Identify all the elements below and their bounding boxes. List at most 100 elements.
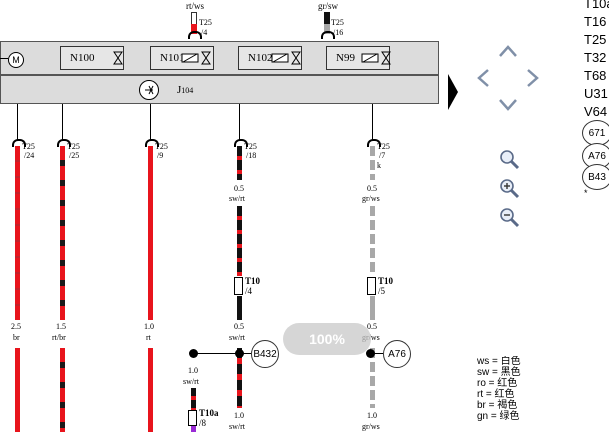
wire-2-lower[interactable] [60,348,65,432]
top-wire-stub-2-grey [324,24,330,34]
top-connector-arc-2 [321,31,335,39]
legend-item: rt = 红色 [477,389,515,400]
lead-3 [150,104,151,140]
pan-down-icon[interactable] [498,98,518,112]
side-circle-label: A76 [588,150,606,162]
wire-1-lower[interactable] [15,348,20,432]
branch-size: 1.0 [188,366,198,375]
w4-upper-size: 0.5 [234,184,244,193]
component-N99[interactable]: N99 [326,46,390,70]
wire-2[interactable] [60,146,65,320]
side-list-item[interactable]: V64 [584,104,608,119]
valve-icon-n101 [181,51,211,65]
wire-4-mid2[interactable] [237,296,242,320]
w1-color: br [13,333,20,342]
top-connector-arc-1 [188,31,202,39]
wire-1[interactable] [15,146,20,320]
ground-point-b432[interactable]: B432 [251,340,279,368]
magnifier-icon[interactable] [498,148,520,170]
w3-color: rt [146,333,151,342]
connector-t10-5-label: T10 [378,276,394,286]
w5-lower-size: 0.5 [367,322,377,331]
zoom-in-icon[interactable] [498,177,520,199]
motor-lead [0,58,8,59]
ground-point-a76-label: A76 [388,348,406,360]
side-circle-label: B43 [588,171,606,183]
pan-up-icon[interactable] [498,44,518,58]
pin-no-5: /7 [379,151,386,160]
pan-left-icon[interactable] [476,68,490,88]
wire-5-mid2[interactable] [370,296,375,320]
wire-5-lower[interactable] [370,348,375,408]
pin-label-5: T25 [377,142,390,151]
w5-upper-size: 0.5 [367,184,377,193]
top-wire-label-2: gr/sw [318,1,338,11]
zoom-level-indicator: 100% [283,323,371,355]
branch-line [192,353,239,354]
side-list-item[interactable]: U31 [584,86,608,101]
wire-3[interactable] [148,146,153,320]
branch-color: sw/rt [183,377,199,386]
lead-1 [17,104,18,140]
component-N102[interactable]: N102 [238,46,302,70]
side-list-item[interactable]: T25 [584,32,607,47]
w5-upper-color: gr/ws [362,194,380,203]
component-N100[interactable]: N100 [60,46,124,70]
top-wire-label-1: rt/ws [186,1,204,11]
component-N101-label: N101 [160,52,185,64]
pan-right-icon[interactable] [526,68,540,88]
w4-upper-color: sw/rt [229,194,245,203]
pan-controls [472,40,544,116]
side-list-item[interactable]: T16 [584,14,607,29]
junction-a76 [366,349,375,358]
wire-5-mid[interactable] [370,206,375,276]
legend-item: ro = 红色 [477,378,518,389]
side-circle-b43[interactable]: B43 [582,164,609,190]
wire-5-upper[interactable] [370,146,375,180]
pin-label-1: T25 [22,142,35,151]
pin-extra-5: k [377,161,381,170]
side-component-list: T10a T16 T25 T32 T68 U31 V64 [584,0,609,200]
connector-t10-4-icon [234,277,243,295]
pin-label-4: T25 [244,142,257,151]
color-legend: ws = 白色 sw = 黑色 ro = 红色 rt = 红色 br = 褐色 … [477,356,547,432]
w1-size: 2.5 [11,322,21,331]
lead-5 [372,104,373,140]
top-pin-no-1: /4 [201,28,208,37]
top-pin-label-1: T25 [199,18,212,27]
connector-t10-4-label: T10 [245,276,261,286]
lead-2 [62,104,63,140]
wire-4-lower[interactable] [237,348,242,408]
junction-lead-a76 [375,353,383,354]
side-list-item[interactable]: T68 [584,68,607,83]
top-wire-stub-1-red [191,24,197,34]
w2-color: rt/br [52,333,66,342]
pin-arc-5 [367,139,381,147]
motor-icon: M [8,52,24,68]
pin-arc-4 [234,139,248,147]
valve-icon-n102 [271,51,301,65]
side-circle-label: 671 [588,127,606,139]
top-wire-stub-2 [324,12,330,24]
w4-bottom-size: 1.0 [234,411,244,420]
side-asterisk: * [584,188,588,198]
wire-3-lower[interactable] [148,348,153,432]
side-list-item[interactable]: T32 [584,50,607,65]
zoom-level-text: 100% [309,331,345,347]
w4-lower-color: sw/rt [229,333,245,342]
junction-lead-b432 [243,353,251,354]
side-circle-671[interactable]: 671 [582,120,609,146]
ground-point-a76[interactable]: A76 [383,340,411,368]
pin-no-1: /24 [24,151,35,160]
w3-size: 1.0 [144,322,154,331]
expand-arrow-icon[interactable] [448,74,458,110]
connector-t10a-8-label: T10a [199,408,219,418]
zoom-out-icon[interactable] [498,206,520,228]
side-list-item[interactable]: T10a [584,0,609,11]
wire-4-mid[interactable] [237,206,242,276]
junction-right [235,349,244,358]
w4-bottom-color: sw/rt [229,422,245,431]
legend-item: sw = 黑色 [477,367,521,378]
wire-4-upper[interactable] [237,146,242,180]
legend-item: br = 褐色 [477,400,518,411]
